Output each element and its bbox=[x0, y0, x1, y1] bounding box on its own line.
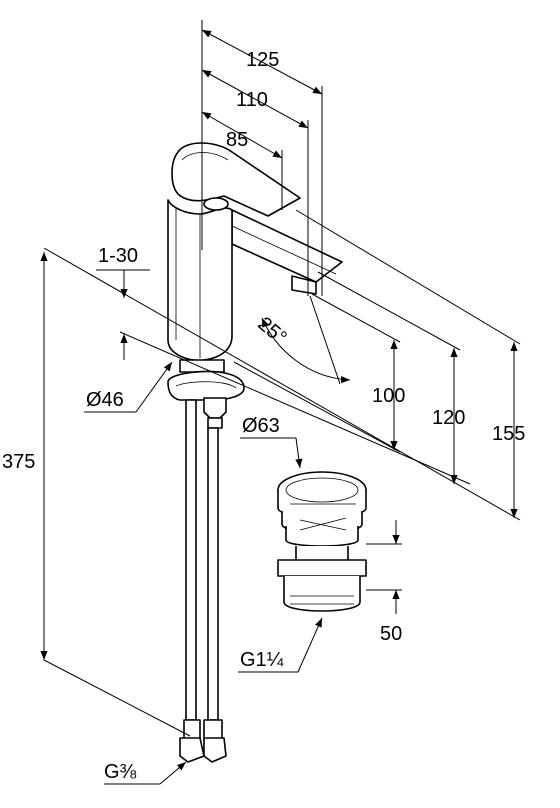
dim-diameter-46: Ø46 bbox=[86, 389, 124, 411]
mounting-hardware bbox=[167, 359, 245, 763]
dim-diameter-63: Ø63 bbox=[242, 415, 280, 437]
dim-110: 110 bbox=[236, 89, 268, 111]
dim-375: 375 bbox=[2, 451, 35, 473]
dim-50: 50 bbox=[380, 623, 402, 645]
dim-100: 100 bbox=[372, 385, 405, 407]
dim-angle-25: 25° bbox=[253, 313, 290, 349]
dim-85: 85 bbox=[226, 129, 248, 151]
dim-1-30: 1-30 bbox=[98, 245, 138, 267]
dimension-lines bbox=[40, 20, 521, 785]
dim-155: 155 bbox=[492, 423, 525, 445]
faucet-body bbox=[167, 142, 343, 362]
dim-125: 125 bbox=[246, 49, 279, 71]
thread-g3-8: G⅜ bbox=[104, 761, 137, 783]
dim-120: 120 bbox=[432, 407, 465, 429]
thread-g1-1-4: G1¼ bbox=[240, 649, 284, 671]
drain-waste bbox=[277, 471, 367, 612]
